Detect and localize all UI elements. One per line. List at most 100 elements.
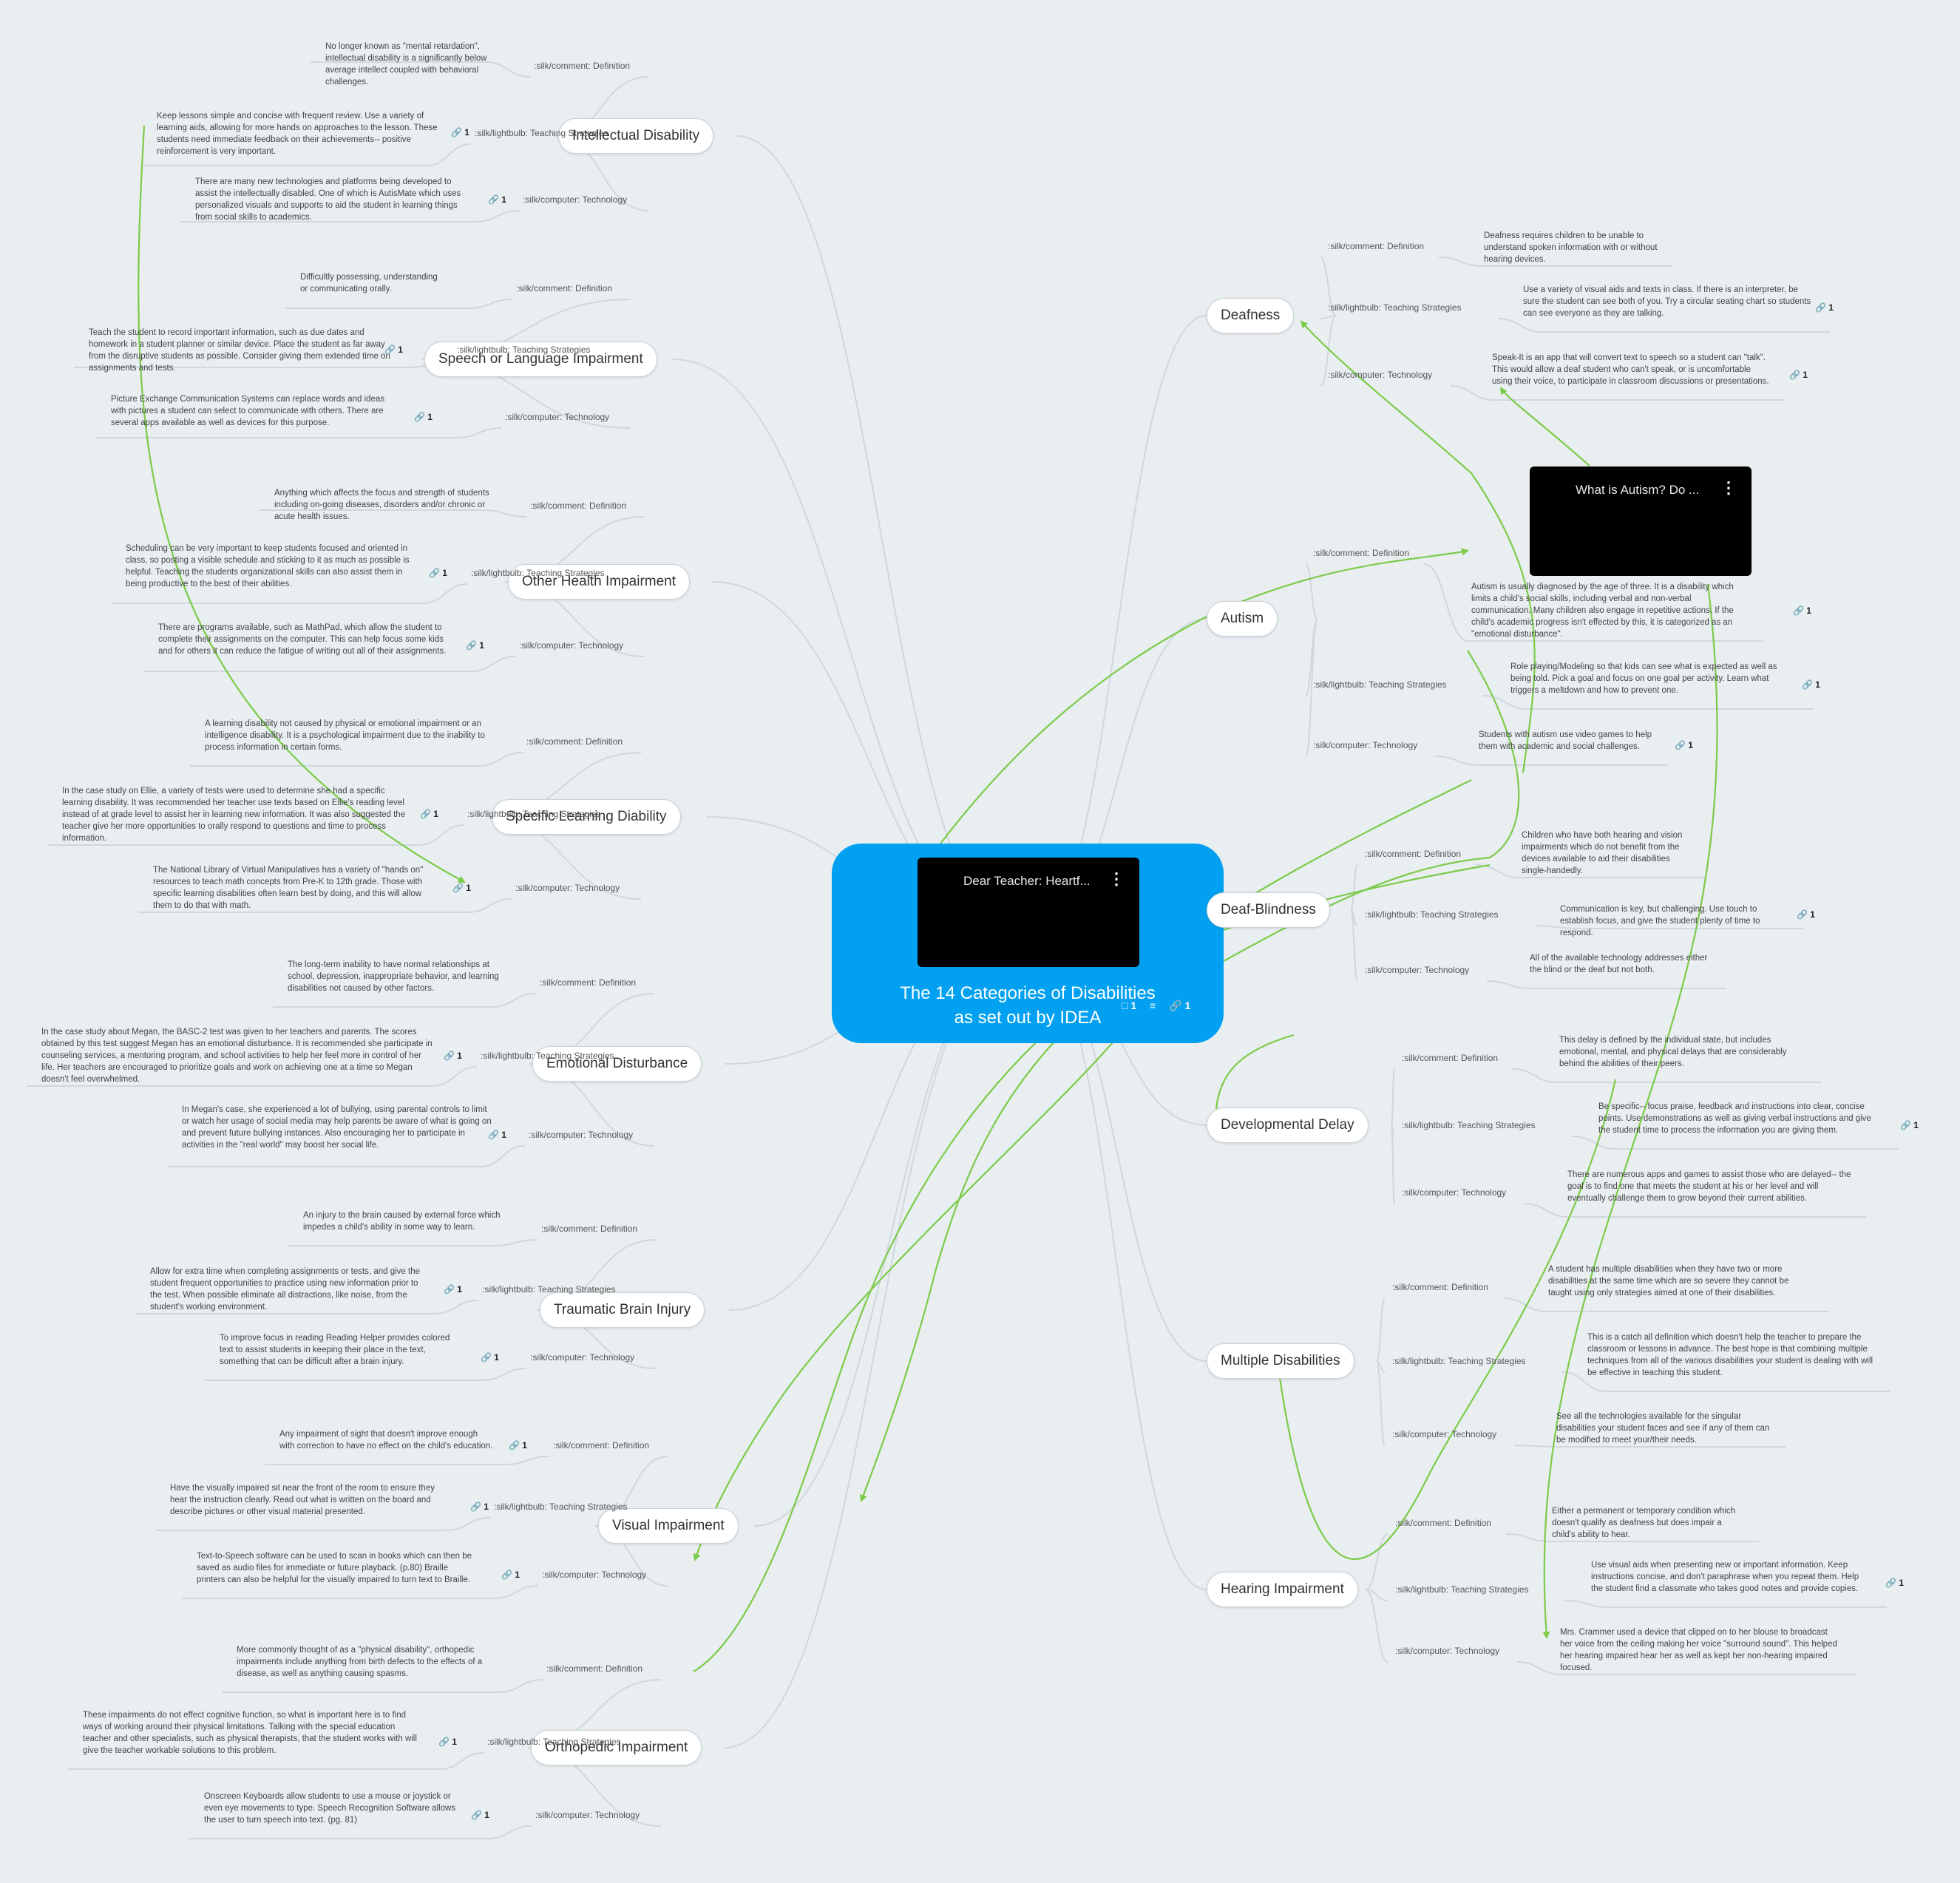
link-icon[interactable]: 🔗 1 (1797, 909, 1815, 920)
link-icon[interactable]: 🔗 1 (1900, 1120, 1919, 1130)
note-teaching[interactable]: Use a variety of visual aids and texts i… (1523, 285, 1811, 318)
subtopic-teaching[interactable]: :silk/lightbulb: Teaching Strategies (1402, 1120, 1536, 1130)
subtopic-technology[interactable]: :silk/computer: Technology (515, 883, 620, 893)
link-icon[interactable]: 🔗 1 (1793, 605, 1811, 616)
topic-visual-impairment[interactable]: Visual Impairment (598, 1508, 739, 1544)
subtopic-technology[interactable]: :silk/computer: Technology (529, 1130, 634, 1140)
note-technology[interactable]: Text-to-Speech software can be used to s… (197, 1552, 472, 1584)
subtopic-definition[interactable]: :silk/comment: Definition (541, 1224, 638, 1234)
subtopic-definition[interactable]: :silk/comment: Definition (1313, 548, 1410, 558)
note-definition[interactable]: This delay is defined by the individual … (1559, 1036, 1787, 1068)
central-topic[interactable]: Dear Teacher: Heartf... ⋮ The 14 Categor… (832, 844, 1224, 1043)
subtopic-teaching[interactable]: :silk/lightbulb: Teaching Strategies (487, 1737, 621, 1747)
topic-emotional-disturbance[interactable]: Emotional Disturbance (532, 1046, 702, 1082)
note-definition[interactable]: No longer known as "mental retardation",… (325, 42, 487, 86)
more-options-icon[interactable]: ⋮ (1720, 478, 1737, 497)
subtopic-teaching[interactable]: :silk/lightbulb: Teaching Strategies (471, 568, 605, 578)
note-teaching[interactable]: Have the visually impaired sit near the … (170, 1484, 435, 1516)
note-technology[interactable]: All of the available technology addresse… (1530, 954, 1708, 974)
subtopic-technology[interactable]: :silk/computer: Technology (1313, 740, 1418, 750)
subtopic-teaching[interactable]: :silk/lightbulb: Teaching Strategies (1328, 302, 1462, 313)
subtopic-teaching[interactable]: :silk/lightbulb: Teaching Strategies (482, 1284, 616, 1295)
subtopic-teaching[interactable]: :silk/lightbulb: Teaching Strategies (467, 809, 601, 819)
subtopic-definition[interactable]: :silk/comment: Definition (530, 501, 627, 511)
subtopic-definition[interactable]: :silk/comment: Definition (516, 283, 613, 294)
link-icon[interactable]: 🔗 1 (414, 412, 433, 422)
subtopic-technology[interactable]: :silk/computer: Technology (530, 1352, 635, 1363)
subtopic-teaching[interactable]: :silk/lightbulb: Teaching Strategies (1313, 679, 1447, 690)
topic-speech-or-language-impairment[interactable]: Speech or Language Impairment (424, 342, 657, 377)
link-icon[interactable]: 🔗 1 (1675, 740, 1693, 750)
topic-deaf-blindness[interactable]: Deaf-Blindness (1207, 892, 1330, 928)
subtopic-technology[interactable]: :silk/computer: Technology (1402, 1187, 1507, 1198)
note-technology[interactable]: Mrs. Crammer used a device that clipped … (1560, 1628, 1837, 1672)
link-icon[interactable]: 🔗 1 (466, 640, 484, 651)
link-icon[interactable]: 🔗 1 (451, 127, 469, 138)
topic-orthopedic-impairment[interactable]: Orthopedic Impairment (531, 1730, 702, 1765)
link-icon[interactable]: 🔗 1 (488, 194, 506, 205)
note-definition[interactable]: The long-term inability to have normal r… (288, 960, 499, 993)
note-technology[interactable]: There are programs available, such as Ma… (158, 623, 447, 656)
note-definition[interactable]: An injury to the brain caused by externa… (303, 1211, 501, 1232)
note-technology[interactable]: Speak-It is an app that will convert tex… (1492, 353, 1769, 386)
note-technology[interactable]: Picture Exchange Communication Systems c… (111, 395, 385, 427)
topic-traumatic-brain-injury[interactable]: Traumatic Brain Injury (540, 1292, 705, 1328)
note-definition[interactable]: Children who have both hearing and visio… (1522, 831, 1683, 875)
subtopic-technology[interactable]: :silk/computer: Technology (519, 640, 624, 651)
subtopic-technology[interactable]: :silk/computer: Technology (1395, 1646, 1500, 1656)
link-icon[interactable]: 🔗 1 (452, 883, 471, 893)
note-technology[interactable]: Students with autism use video games to … (1479, 730, 1652, 751)
note-teaching[interactable]: Communication is key, but challenging. U… (1560, 905, 1760, 937)
subtopic-technology[interactable]: :silk/computer: Technology (1392, 1429, 1497, 1439)
note-technology[interactable]: In Megan's case, she experienced a lot o… (182, 1105, 492, 1150)
link-icon[interactable]: 🔗 1 (444, 1051, 462, 1061)
note-definition[interactable]: A learning disability not caused by phys… (205, 719, 485, 752)
link-icon[interactable]: 🔗 1 (420, 809, 438, 819)
note-teaching[interactable]: Use visual aids when presenting new or i… (1591, 1561, 1859, 1593)
link-icon[interactable]: 🔗 1 (444, 1284, 462, 1295)
subtopic-teaching[interactable]: :silk/lightbulb: Teaching Strategies (1392, 1356, 1526, 1366)
link-icon[interactable]: 🔗 1 (501, 1570, 520, 1580)
autism-video-thumbnail[interactable]: What is Autism? Do ... ⋮ (1530, 466, 1752, 576)
note-definition[interactable]: A student has multiple disabilities when… (1548, 1265, 1789, 1297)
subtopic-teaching[interactable]: :silk/lightbulb: Teaching Strategies (1365, 909, 1499, 920)
note-teaching[interactable]: In the case study on Ellie, a variety of… (62, 787, 406, 843)
center-video-thumbnail[interactable]: Dear Teacher: Heartf... ⋮ (918, 858, 1139, 967)
notes-icon[interactable]: ≡ (1150, 1000, 1156, 1011)
subtopic-technology[interactable]: :silk/computer: Technology (535, 1810, 640, 1820)
subtopic-teaching[interactable]: :silk/lightbulb: Teaching Strategies (481, 1051, 614, 1061)
subtopic-definition[interactable]: :silk/comment: Definition (1328, 241, 1425, 251)
note-teaching[interactable]: Allow for extra time when completing ass… (150, 1267, 420, 1312)
note-definition[interactable]: Any impairment of sight that doesn't imp… (279, 1430, 493, 1451)
topic-hearing-impairment[interactable]: Hearing Impairment (1207, 1572, 1358, 1607)
topic-autism[interactable]: Autism (1207, 601, 1278, 637)
subtopic-definition[interactable]: :silk/comment: Definition (553, 1440, 650, 1451)
note-teaching[interactable]: This is a catch all definition which doe… (1587, 1333, 1873, 1377)
note-technology[interactable]: There are many new technologies and plat… (195, 177, 461, 222)
note-teaching[interactable]: Role playing/Modeling so that kids can s… (1510, 662, 1777, 695)
subtopic-definition[interactable]: :silk/comment: Definition (546, 1663, 643, 1674)
note-technology[interactable]: The National Library of Virtual Manipula… (153, 866, 424, 910)
subtopic-technology[interactable]: :silk/computer: Technology (1328, 370, 1433, 380)
link-icon[interactable]: 🔗 1 (1789, 370, 1808, 380)
link-icon[interactable]: 🔗 1 (488, 1130, 506, 1140)
topic-specific-learning-diability[interactable]: Specific Learning Diability (492, 799, 681, 835)
note-definition[interactable]: Either a permanent or temporary conditio… (1552, 1507, 1736, 1539)
note-technology[interactable]: To improve focus in reading Reading Help… (220, 1334, 450, 1366)
link-icon[interactable]: 🔗 1 (509, 1440, 527, 1451)
subtopic-technology[interactable]: :silk/computer: Technology (523, 194, 628, 205)
link-icon[interactable]: 🔗 1 (481, 1352, 499, 1363)
subtopic-technology[interactable]: :silk/computer: Technology (542, 1570, 647, 1580)
note-teaching[interactable]: These impairments do not effect cognitiv… (83, 1711, 417, 1755)
subtopic-teaching[interactable]: :silk/lightbulb: Teaching Strategies (475, 128, 608, 138)
subtopic-teaching[interactable]: :silk/lightbulb: Teaching Strategies (1395, 1584, 1529, 1595)
link-icon[interactable]: 🔗 1 (1885, 1578, 1904, 1588)
comment-icon[interactable]: □ 1 (1122, 1000, 1137, 1011)
subtopic-definition[interactable]: :silk/comment: Definition (1365, 849, 1462, 859)
note-teaching[interactable]: Scheduling can be very important to keep… (126, 544, 410, 588)
subtopic-teaching[interactable]: :silk/lightbulb: Teaching Strategies (457, 345, 591, 355)
note-technology[interactable]: There are numerous apps and games to ass… (1567, 1170, 1851, 1203)
note-teaching[interactable]: Keep lessons simple and concise with fre… (157, 112, 438, 156)
topic-intellectual-disability[interactable]: Intellectual Disability (558, 118, 714, 154)
subtopic-technology[interactable]: :silk/computer: Technology (1365, 965, 1470, 975)
